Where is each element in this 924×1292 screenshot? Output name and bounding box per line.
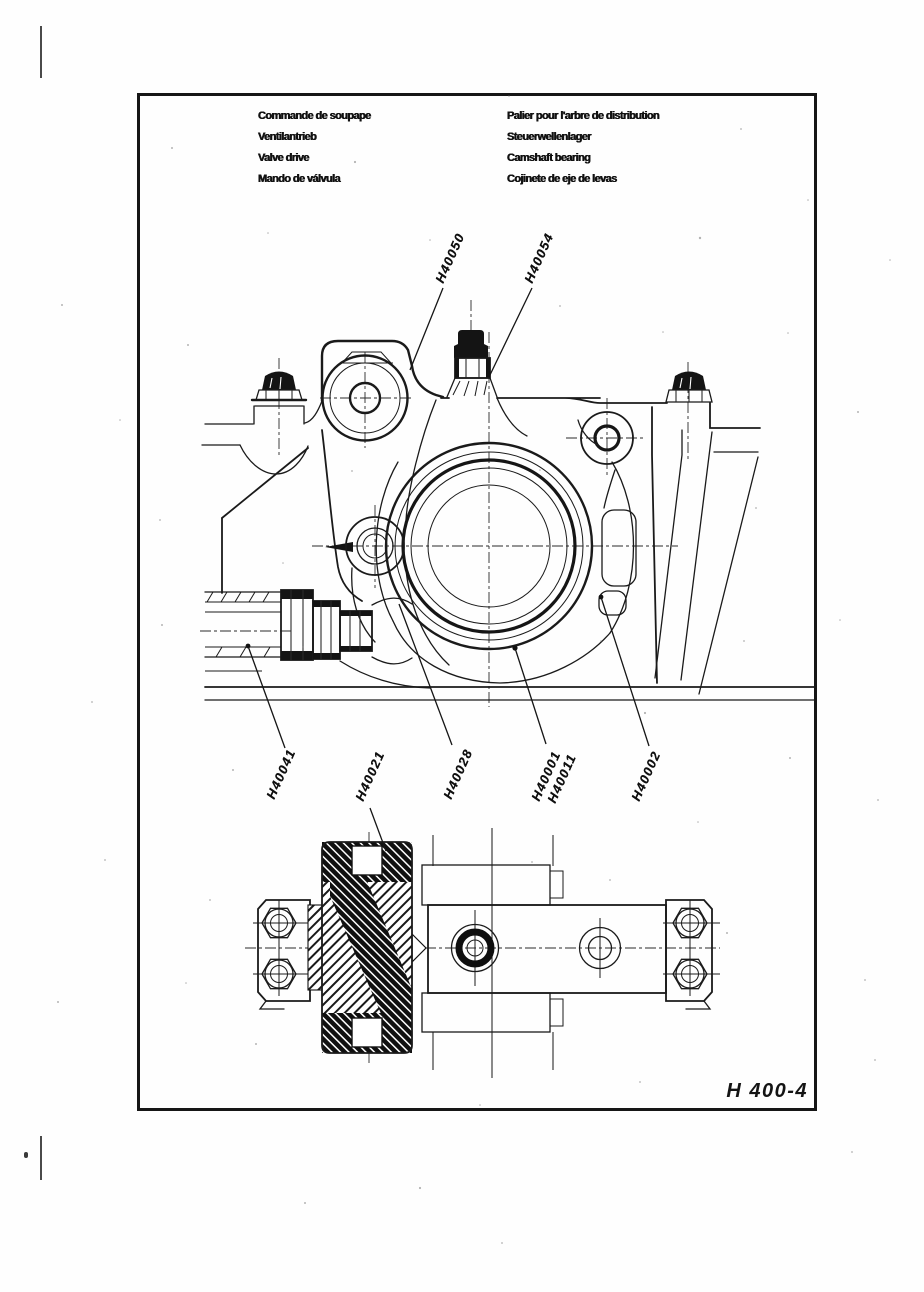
- upper-drawing-section-view: [200, 300, 816, 707]
- drawing-frame: [137, 93, 817, 1111]
- right-casting-wall: [651, 406, 759, 695]
- rocker-shaft: [204, 591, 282, 658]
- bearing-body: [421, 864, 667, 1033]
- shaft-end-nut: [280, 589, 413, 665]
- hex-bolt-left: [250, 371, 308, 425]
- key-slot-bottom: [351, 1017, 383, 1048]
- subject-english: Camshaft bearing: [507, 152, 591, 164]
- title-block-right: Palier pour l'arbre de distribution Steu…: [507, 106, 660, 190]
- registration-mark-bottom: [40, 1136, 42, 1180]
- subject-french: Palier pour l'arbre de distribution: [507, 110, 660, 122]
- title-german: Ventilantrieb: [258, 131, 317, 143]
- title-block-left: Commande de soupape Ventilantrieb Valve …: [258, 106, 371, 190]
- title-english: Valve drive: [258, 152, 309, 164]
- key-slot-top: [351, 845, 383, 876]
- camshaft-bore: [384, 441, 594, 651]
- figure-number: H 400-4: [726, 1080, 808, 1102]
- casting-webs: [339, 397, 637, 689]
- stud-bolt: [446, 330, 498, 398]
- bore-hole-light: [578, 926, 622, 970]
- registration-dot: [24, 1152, 28, 1158]
- web-arrow-notch: [325, 542, 353, 552]
- rocker-shaft-bore: [345, 516, 405, 576]
- registration-mark-top: [40, 26, 42, 78]
- subject-german: Steuerwellenlager: [507, 131, 592, 143]
- title-spanish: Mando de válvula: [258, 173, 341, 185]
- callout-leader-lines: [245, 287, 650, 852]
- cylinder-head-deck: [201, 397, 816, 701]
- hex-bolt-right: [665, 371, 713, 403]
- bearing-block-section: [307, 841, 427, 1054]
- centerlines-upper: [200, 300, 689, 707]
- lower-drawing-plan-view: [245, 828, 720, 1078]
- center-notch: [411, 932, 427, 964]
- mounting-bracket-right: [665, 899, 713, 1010]
- scan-noise: [57, 95, 891, 1244]
- subject-spanish: Cojinete de eje de levas: [507, 173, 617, 185]
- oil-hole-boss: [577, 411, 634, 465]
- bore-hole-dark: [450, 923, 500, 973]
- bearing-cap: [320, 339, 450, 666]
- title-french: Commande de soupape: [258, 110, 371, 122]
- mounting-bracket-left: [257, 899, 311, 1010]
- cap-bolt-boss: [321, 354, 409, 442]
